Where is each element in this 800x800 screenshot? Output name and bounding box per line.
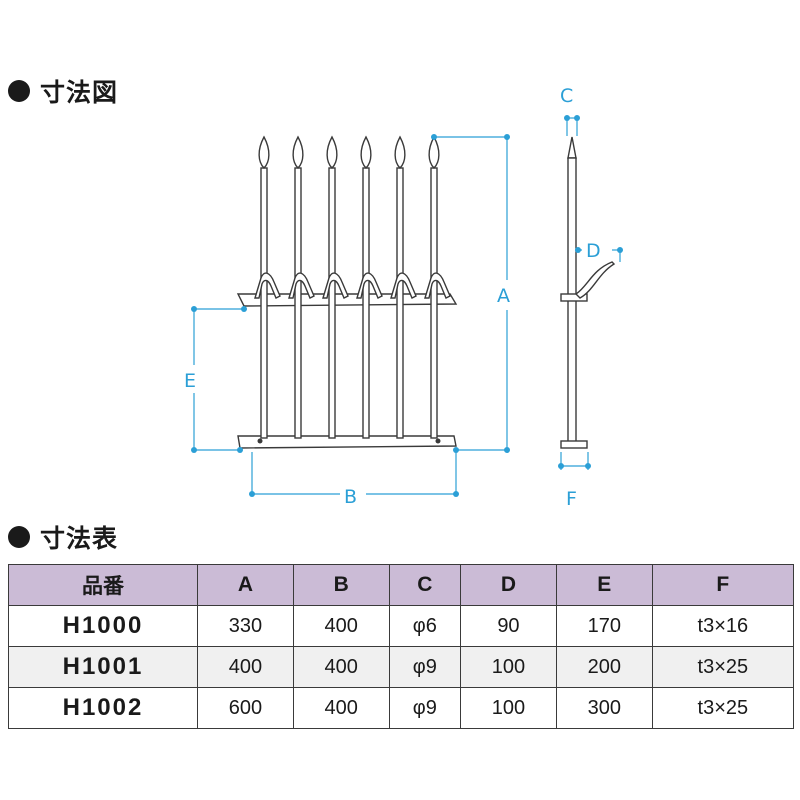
bottom-plate <box>237 435 457 449</box>
fence-side-view <box>560 136 616 449</box>
table-row: H1002 600 400 φ9 100 300 t3×25 <box>8 687 795 729</box>
cell-d: 100 <box>460 646 557 688</box>
header-c: C <box>388 564 462 606</box>
side-bottom-plate <box>560 440 588 449</box>
side-hook <box>574 261 616 299</box>
dimension-label-c: C <box>560 85 573 107</box>
dimension-points <box>191 115 623 497</box>
cell-b: 400 <box>292 687 390 729</box>
fence-picket <box>322 135 349 439</box>
cell-b: 400 <box>292 646 390 688</box>
dimension-label-b: B <box>344 486 357 508</box>
header-f: F <box>651 564 795 606</box>
cell-e: 200 <box>555 646 653 688</box>
cell-e: 170 <box>555 605 653 647</box>
fence-picket <box>254 135 281 439</box>
cell-f: t3×25 <box>651 687 795 729</box>
cell-a: 400 <box>197 646 294 688</box>
dimension-label-e: E <box>184 370 196 392</box>
table-row: H1000 330 400 φ6 90 170 t3×16 <box>8 605 795 647</box>
cell-model: H1002 <box>8 687 198 729</box>
fence-front-view <box>236 293 458 449</box>
header-b: B <box>292 564 390 606</box>
bullet-icon <box>8 80 30 102</box>
fence-picket <box>390 135 417 439</box>
cell-a: 600 <box>197 687 294 729</box>
table-header-row: 品番 A B C D E F <box>8 564 795 606</box>
side-spike <box>567 136 577 159</box>
header-d: D <box>460 564 557 606</box>
dimension-label-d: D <box>586 240 601 262</box>
side-top-plate <box>560 293 588 302</box>
cell-f: t3×16 <box>651 605 795 647</box>
fence-picket <box>424 135 451 439</box>
cell-c: φ9 <box>388 687 462 729</box>
fence-picket <box>356 135 383 439</box>
cell-b: 400 <box>292 605 390 647</box>
fence-picket <box>288 135 315 439</box>
section-title-diagram: 寸法図 <box>40 78 119 107</box>
cell-model: H1000 <box>8 605 198 647</box>
header-a: A <box>197 564 294 606</box>
cell-f: t3×25 <box>651 646 795 688</box>
bullet-icon <box>8 526 30 548</box>
dimension-table: 品番 A B C D E F H1000 330 400 φ6 90 170 t… <box>8 564 795 729</box>
section-heading-table: 寸法表 <box>8 522 119 553</box>
cell-c: φ6 <box>388 605 462 647</box>
section-heading-diagram: 寸法図 <box>8 76 119 107</box>
section-title-table: 寸法表 <box>40 524 119 553</box>
cell-c: φ9 <box>388 646 462 688</box>
cell-d: 100 <box>460 687 557 729</box>
cell-model: H1001 <box>8 646 198 688</box>
dimension-label-a: A <box>497 285 510 307</box>
dimension-label-f: F <box>566 488 577 510</box>
table-row: H1001 400 400 φ9 100 200 t3×25 <box>8 646 795 688</box>
cell-a: 330 <box>197 605 294 647</box>
header-model: 品番 <box>8 564 198 606</box>
cell-d: 90 <box>460 605 557 647</box>
header-e: E <box>555 564 653 606</box>
dimension-diagram: A E B C D F <box>184 85 623 510</box>
cell-e: 300 <box>555 687 653 729</box>
